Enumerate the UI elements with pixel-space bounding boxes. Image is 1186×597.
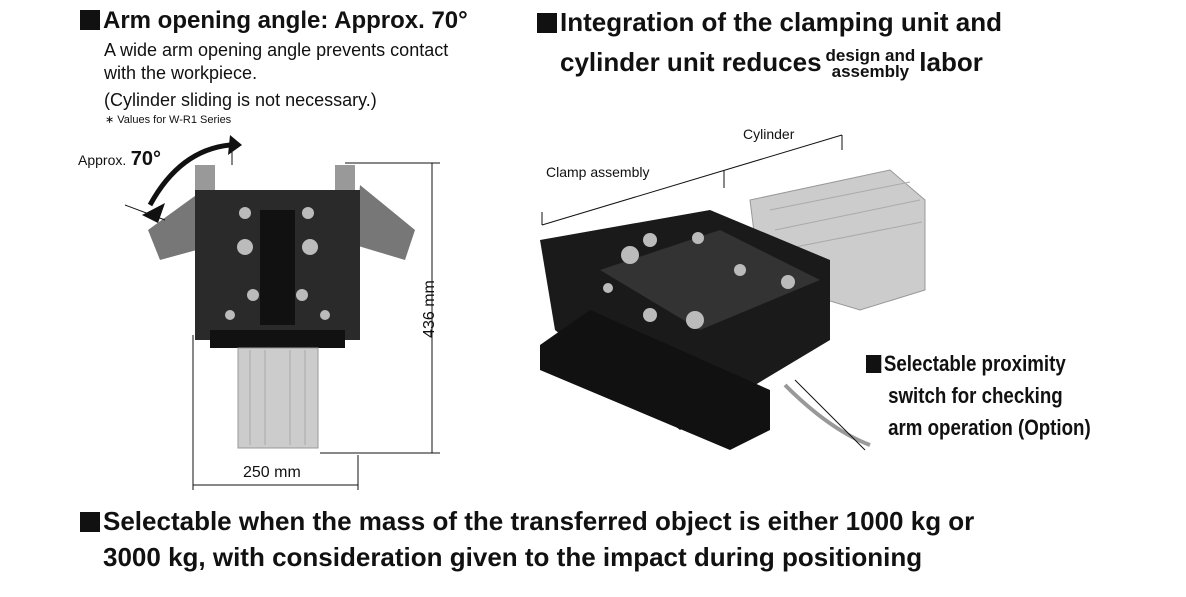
body-line: A wide arm opening angle prevents contac… [104, 40, 449, 60]
angle-label: Approx. 70° [78, 148, 161, 171]
angle-value: 70° [130, 148, 161, 170]
clamp-front-view-diagram [124, 135, 440, 490]
dimension-lines [192, 162, 440, 490]
callout-line: Selectable proximity [883, 351, 1066, 376]
integration-heading: Integration of the clamping unit and cyl… [537, 2, 1002, 82]
heading-line: Integration of the clamping unit and [560, 7, 1002, 37]
callout-line: arm operation (Option) [888, 415, 1091, 440]
body-line: with the workpiece. [104, 63, 258, 83]
clamp-assembly-label: Clamp assembly [546, 164, 650, 180]
heading-line: labor [919, 47, 983, 77]
heading-text: Arm opening angle: Approx. 70° [103, 7, 468, 34]
arm-angle-description: A wide arm opening angle prevents contac… [104, 39, 448, 112]
bullet-square-icon [537, 13, 557, 33]
body-line: (Cylinder sliding is not necessary.) [104, 90, 377, 110]
callout-leader [794, 379, 866, 451]
heading-line: Selectable when the mass of the transfer… [103, 506, 975, 536]
fraction-top: design and [825, 46, 916, 65]
bullet-square-icon [866, 355, 882, 373]
height-dimension: 436 mm [421, 280, 438, 338]
angle-arrow [147, 142, 231, 207]
fraction-bottom: assembly [831, 62, 910, 81]
bullet-square-icon [80, 10, 100, 30]
series-note: ∗ Values for W-R1 Series [105, 114, 232, 126]
width-dimension: 250 mm [243, 464, 301, 481]
arm-angle-heading: Arm opening angle: Approx. 70° [80, 7, 468, 35]
heading-line: cylinder unit reduces [560, 47, 822, 77]
callout-line: switch for checking [888, 383, 1063, 408]
mass-selection-heading: Selectable when the mass of the transfer… [80, 503, 974, 575]
bullet-square-icon [80, 512, 100, 532]
proximity-switch-callout: Selectable proximity switch for checking… [866, 348, 1091, 444]
angle-prefix: Approx. [78, 152, 127, 168]
clamp-isometric-diagram [540, 134, 926, 451]
heading-line: 3000 kg, with consideration given to the… [103, 542, 923, 572]
cylinder-label: Cylinder [743, 126, 795, 142]
